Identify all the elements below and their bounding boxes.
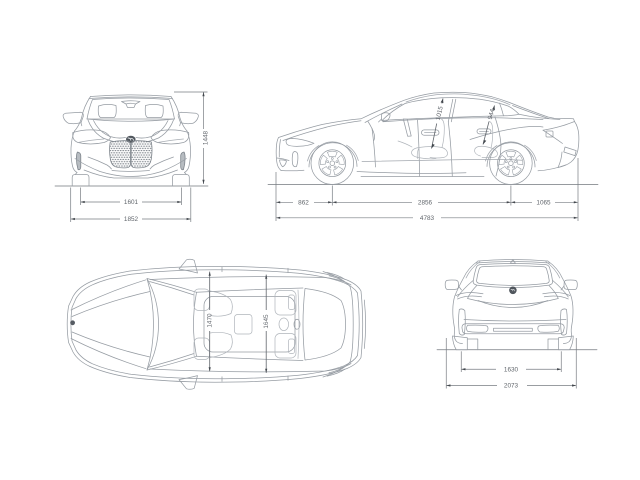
svg-text:1601: 1601 (124, 199, 139, 206)
svg-text:1065: 1065 (536, 200, 551, 207)
svg-text:1470: 1470 (206, 313, 213, 328)
svg-text:2856: 2856 (418, 200, 433, 207)
svg-text:1645: 1645 (263, 314, 270, 329)
svg-text:1015: 1015 (435, 105, 445, 121)
svg-text:1448: 1448 (203, 130, 210, 145)
svg-text:862: 862 (298, 200, 309, 207)
svg-text:1852: 1852 (124, 216, 139, 223)
svg-text:944: 944 (487, 108, 497, 121)
svg-text:2073: 2073 (504, 383, 519, 390)
svg-text:4783: 4783 (420, 215, 435, 222)
svg-text:1630: 1630 (504, 367, 519, 374)
